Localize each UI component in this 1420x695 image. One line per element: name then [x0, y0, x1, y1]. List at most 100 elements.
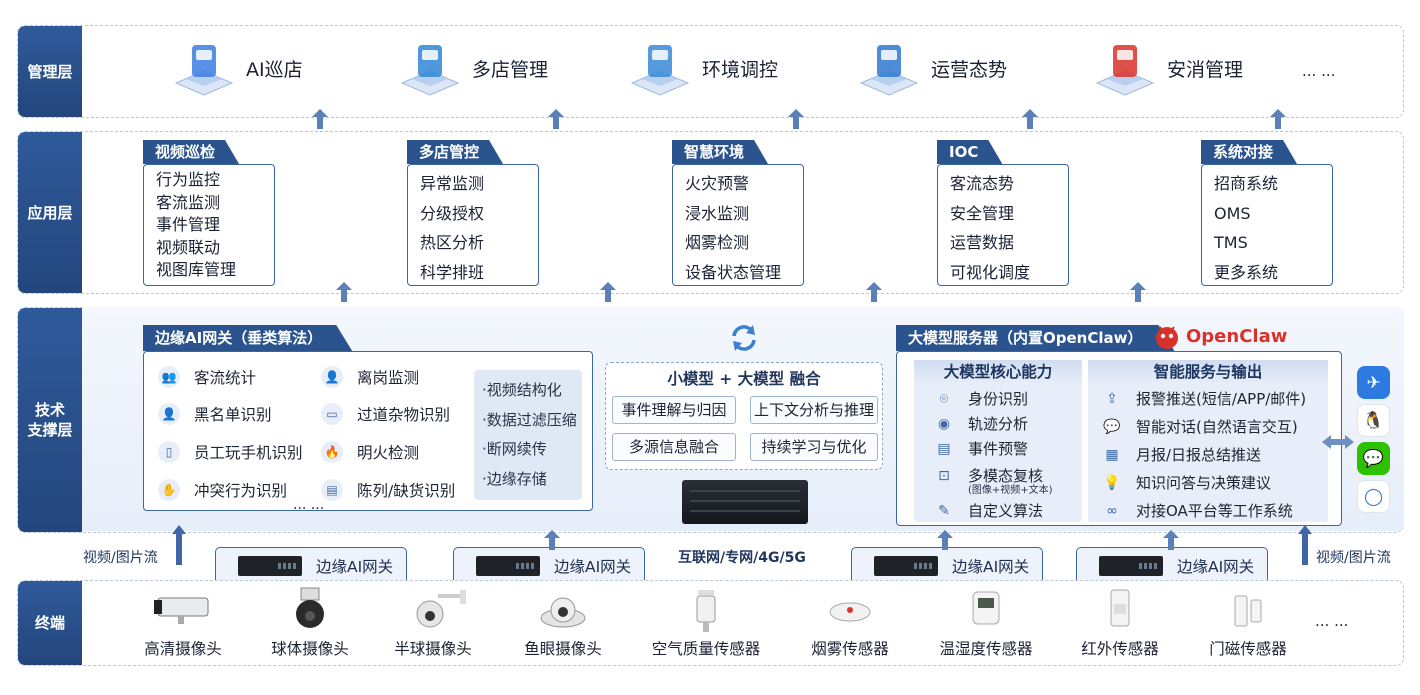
network-label: 互联网/专网/4G/5G [678, 550, 806, 566]
sync-icon [728, 323, 760, 353]
edge-side-panel: ·视频结构化·数据过滤压缩·断网续传·边缘存储 [474, 370, 582, 500]
robot-icon [172, 39, 236, 97]
edge-side-item: ·数据过滤压缩 [482, 410, 577, 429]
edge-feature-label: 客流统计 [194, 369, 257, 387]
stream-arrow-icon [172, 525, 186, 565]
feature-icon: ▯ [158, 441, 180, 463]
app-module-item: 热区分析 [420, 233, 485, 252]
app-module-card: 异常监测分级授权热区分析科学排班 [407, 164, 539, 286]
air-quality-sensor-icon [641, 586, 771, 634]
fusion-item: 事件理解与归因 [612, 396, 736, 424]
edge-feature-label: 冲突行为识别 [194, 482, 288, 500]
app-module-item: 科学排班 [420, 262, 485, 282]
terminal-device: 半球摄像头 [368, 586, 498, 662]
core-capability-label: 自定义算法 [968, 502, 1044, 520]
app-module-item: 客流监测 [156, 192, 221, 212]
up-arrow-icon [1022, 109, 1038, 129]
wechat-app-icon: 💬 [1357, 442, 1390, 475]
terminal-device: 门磁传感器 [1183, 586, 1313, 662]
gateway-device-icon [874, 556, 938, 576]
management-item-label: AI巡店 [246, 58, 303, 81]
terminal-label: 红外传感器 [1081, 640, 1159, 658]
app-module-title: IOC [937, 140, 1002, 164]
fusion-item: 上下文分析与推理 [750, 396, 878, 424]
infrared-sensor-icon [1055, 586, 1185, 634]
edge-gateway-device: 边缘AI网关 [1076, 547, 1268, 585]
edge-feature-label: 过道杂物识别 [357, 406, 451, 424]
buildings-icon [398, 39, 462, 97]
app-module-card: 火灾预警浸水监测烟雾检测设备状态管理 [672, 164, 804, 286]
up-arrow-icon [548, 109, 564, 129]
edge-side-item: ·断网续传 [482, 440, 547, 458]
edge-feature: ✋冲突行为识别 [158, 479, 287, 501]
management-more: ... ... [1302, 62, 1336, 80]
smart-service-title: 智能服务与输出 [1088, 360, 1328, 384]
edge-feature-label: 离岗监测 [357, 369, 420, 387]
gateway-device-icon [476, 556, 540, 576]
smart-service-item: ⇪报警推送(短信/APP/邮件) [1102, 388, 1306, 409]
app-module-title: 智慧环境 [672, 140, 768, 164]
thermo-hygrometer-icon [921, 586, 1051, 634]
terminal-label: 门磁传感器 [1209, 640, 1287, 658]
core-capability-item: ⌾身份识别 [934, 388, 1028, 409]
edge-feature: 👤黑名单识别 [158, 403, 272, 425]
management-item-label: 多店管理 [472, 58, 549, 81]
app-module-item: TMS [1214, 233, 1248, 252]
core-capability-item: ▤事件预警 [934, 438, 1028, 459]
edge-feature: ▤陈列/缺货识别 [321, 479, 455, 501]
management-item: 环境调控 [628, 38, 778, 98]
edge-feature: 👤 离岗监测 [321, 366, 419, 388]
up-arrow-icon [312, 109, 328, 129]
management-item: 运营态势 [857, 38, 1007, 98]
core-capability-label: 轨迹分析 [968, 415, 1029, 433]
app-module-item: 更多系统 [1214, 262, 1279, 282]
smoke-sensor-icon [785, 586, 915, 634]
management-item-label: 环境调控 [702, 58, 779, 81]
edge-feature: ▭过道杂物识别 [321, 403, 450, 425]
app-module-item: 浸水监测 [685, 203, 750, 223]
core-capability-item: ◉轨迹分析 [934, 413, 1028, 434]
app-module-title: 视频巡检 [143, 140, 239, 164]
app-module-item: 视频联动 [156, 237, 221, 257]
terminal-label: 鱼眼摄像头 [524, 640, 602, 658]
service-icon: 💡 [1103, 474, 1121, 491]
tech-layer-label: 技术 支撑层 [18, 308, 82, 532]
core-capability-label: 多模态复核 [968, 467, 1044, 485]
management-item-label: 运营态势 [931, 58, 1008, 81]
smart-service-label: 对接OA平台等工作系统 [1136, 502, 1293, 520]
terminal-device: 高清摄像头 [118, 586, 248, 662]
terminal-label: 烟雾传感器 [811, 640, 889, 658]
core-note: (图像+视频+文本) [968, 485, 1053, 496]
camera-bullet-icon [118, 586, 248, 634]
app-module-card: 行为监控客流监测事件管理视频联动视图库管理 [143, 164, 275, 286]
terminal-label: 空气质量传感器 [651, 640, 761, 658]
management-item: 安消管理 [1093, 38, 1243, 98]
feature-icon: 👥 [158, 366, 180, 388]
terminal-label: 温湿度传感器 [939, 640, 1033, 658]
edge-feature: 👥 客流统计 [158, 366, 256, 388]
up-arrow-icon [600, 282, 616, 302]
terminal-device: 鱼眼摄像头 [498, 586, 628, 662]
up-arrow-icon [937, 530, 953, 550]
feature-icon: 👤 [158, 403, 180, 425]
stream-arrow-icon [1298, 525, 1312, 565]
camera-ptz-icon [368, 586, 498, 634]
qq-app-icon: 🐧 [1357, 404, 1390, 437]
smart-service-label: 智能对话(自然语言交互) [1136, 418, 1298, 436]
fire-extinguisher-icon [1093, 39, 1157, 97]
app-module-item: 招商系统 [1214, 174, 1279, 193]
terminal-device: 烟雾传感器 [785, 586, 915, 662]
app-module-item: 设备状态管理 [685, 262, 782, 282]
capability-icon: ✎ [938, 502, 950, 519]
up-arrow-icon [544, 530, 560, 550]
up-arrow-icon [1130, 282, 1146, 302]
up-arrow-icon [1163, 530, 1179, 550]
feature-icon: 👤 [321, 366, 343, 388]
app-module-title: 多店管控 [407, 140, 503, 164]
edge-side-item: ·视频结构化 [482, 381, 562, 399]
management-item: AI巡店 [172, 38, 303, 98]
feature-icon: ▤ [321, 479, 343, 501]
camera-fisheye-icon [498, 586, 628, 634]
capability-icon: ▤ [937, 440, 951, 457]
up-arrow-icon [866, 282, 882, 302]
